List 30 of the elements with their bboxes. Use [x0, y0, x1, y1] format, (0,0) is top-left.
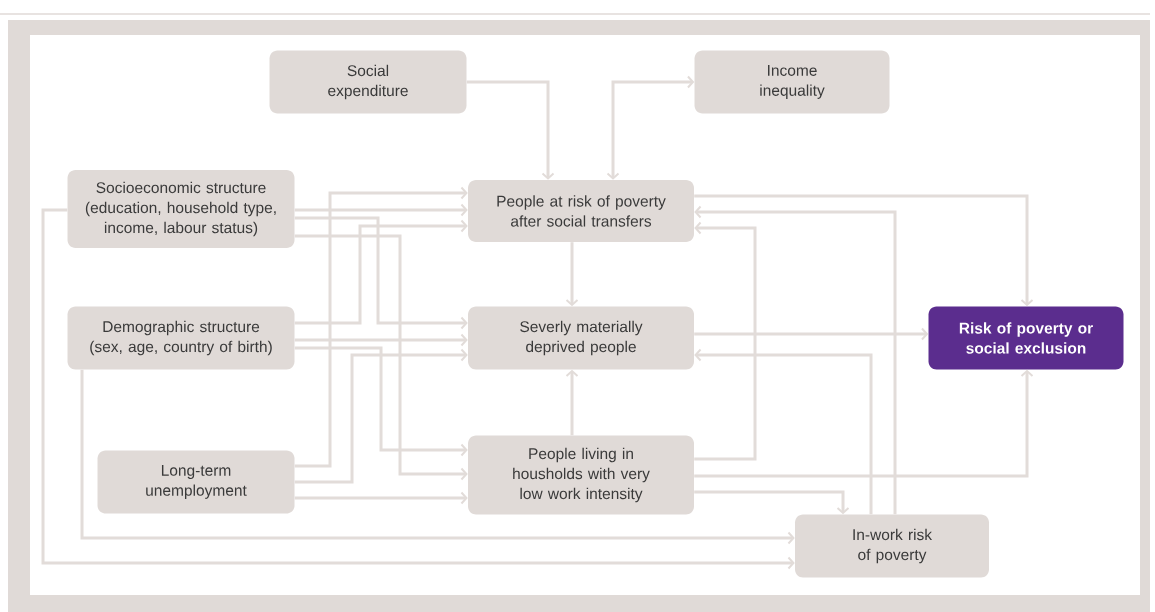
- arrow: [294, 348, 468, 484]
- factor-box: Demographic structure (sex, age, country of birth): [67, 306, 295, 370]
- arrow: [294, 234, 468, 481]
- arrow: [694, 221, 757, 461]
- arrow: [606, 75, 695, 180]
- arrow: [294, 186, 468, 468]
- arrow: [565, 242, 579, 307]
- factor-box: Severly materially deprived people: [468, 306, 694, 370]
- factor-box: People living in housholds with very low work intensity: [468, 435, 694, 515]
- arrow: [80, 369, 795, 545]
- factor-box: Social expenditure: [269, 50, 467, 114]
- arrow: [694, 490, 850, 515]
- arrow: [694, 205, 897, 515]
- arrow: [694, 194, 1034, 307]
- arrow: [466, 80, 555, 180]
- factor-box: Socioeconomic structure (education, household type, income, labour status): [67, 170, 295, 248]
- factor-box: In-work risk of poverty: [795, 514, 989, 578]
- outcome-box: Risk of poverty or social exclusion: [928, 306, 1124, 370]
- factor-box: Income inequality: [694, 50, 890, 114]
- arrow: [565, 369, 579, 436]
- arrow: [294, 346, 468, 457]
- arrow: [694, 327, 929, 341]
- arrow: [294, 491, 468, 505]
- factor-box: People at risk of poverty after social transfers: [468, 180, 694, 242]
- arrow: [294, 333, 468, 347]
- arrow: [294, 203, 468, 217]
- arrow: [694, 348, 873, 515]
- arrow: [41, 208, 795, 570]
- arrow: [694, 369, 1034, 478]
- factor-box: Long-term unemployment: [97, 450, 295, 514]
